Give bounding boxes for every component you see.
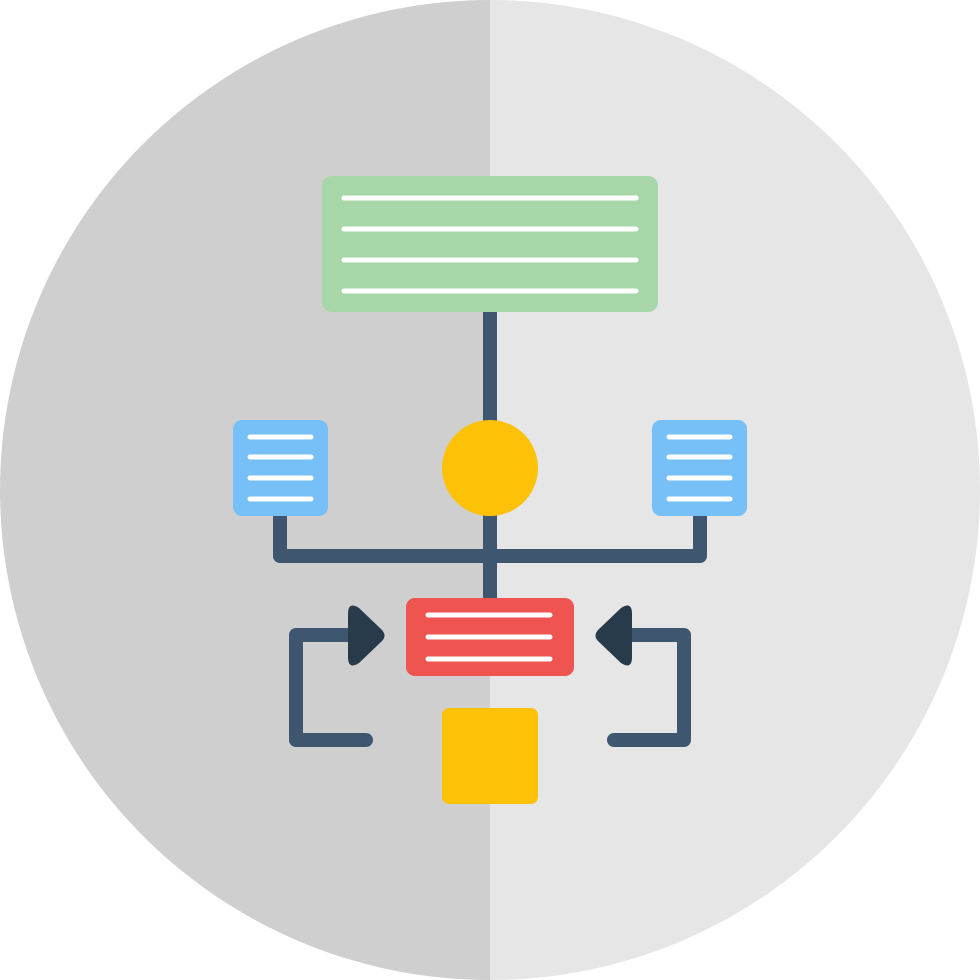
decision-circle [442, 420, 538, 516]
arrowheads [348, 605, 632, 666]
top-node-text-lines [341, 195, 639, 294]
connectors [273, 303, 707, 747]
right-arrowhead-icon [595, 605, 632, 666]
left-node-text-lines [247, 434, 314, 502]
left-arrowhead-icon [348, 605, 385, 666]
left-node [233, 420, 328, 516]
left-loop-connector [289, 628, 373, 747]
right-node-text-lines [666, 434, 733, 502]
left-document-box [233, 420, 328, 516]
right-loop-connector [607, 628, 691, 747]
branch-connector [273, 508, 707, 563]
top-node [322, 176, 658, 312]
terminal-square [442, 708, 538, 804]
middle-node [406, 598, 574, 676]
right-node [652, 420, 747, 516]
middle-node-text-lines [425, 612, 553, 662]
top-process-box [322, 176, 658, 312]
right-document-box [652, 420, 747, 516]
